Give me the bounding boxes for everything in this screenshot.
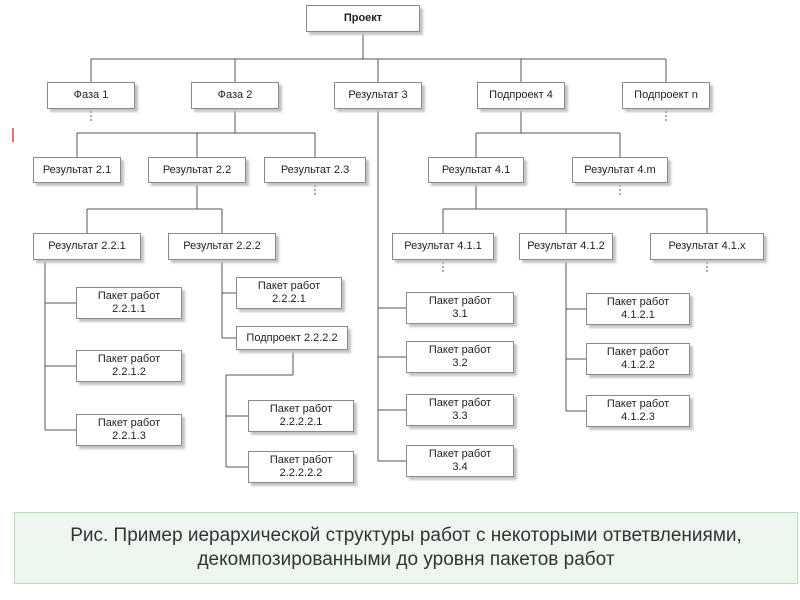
node-subproject-2-2-2-2: Подпроект 2.2.2.2 <box>236 326 348 350</box>
work-package-2-2-2-2-2: Пакет работ 2.2.2.2.2 <box>248 451 354 483</box>
work-package-number: 3.1 <box>452 308 468 320</box>
work-package-label: Пакет работ <box>428 448 492 460</box>
work-package-label: Пакет работ <box>97 417 161 429</box>
work-package-label: Пакет работ <box>428 344 492 356</box>
work-package-number: 2.2.1.1 <box>112 303 146 315</box>
work-package-number: 3.3 <box>452 410 468 422</box>
work-package-4-1-2-3: Пакет работ 4.1.2.3 <box>586 395 690 427</box>
work-package-label: Пакет работ <box>97 353 161 365</box>
work-package-label: Пакет работ <box>606 346 670 358</box>
work-package-3-3: Пакет работ 3.3 <box>406 394 514 426</box>
node-result-2-2-2: Результат 2.2.2 <box>168 233 276 260</box>
work-package-label: Пакет работ <box>269 403 333 415</box>
work-package-2-2-2-2-1: Пакет работ 2.2.2.2.1 <box>248 400 354 432</box>
work-package-number: 3.2 <box>452 357 468 369</box>
work-package-number: 2.2.2.2.1 <box>279 416 323 428</box>
node-result-2-3: Результат 2.3 <box>264 157 366 183</box>
node-result-2-2-1: Результат 2.2.1 <box>33 233 141 260</box>
work-package-3-1: Пакет работ 3.1 <box>406 292 514 324</box>
work-package-2-2-1-2: Пакет работ 2.2.1.2 <box>76 350 182 382</box>
node-result-4-1-1: Результат 4.1.1 <box>392 233 494 260</box>
work-package-number: 2.2.2.2.2 <box>279 467 323 479</box>
work-package-label: Пакет работ <box>257 280 321 292</box>
work-package-label: Пакет работ <box>269 454 333 466</box>
work-package-number: 2.2.1.2 <box>112 366 146 378</box>
node-result-2-2: Результат 2.2 <box>148 157 246 183</box>
work-package-label: Пакет работ <box>428 397 492 409</box>
node-phase-1: Фаза 1 <box>47 82 135 109</box>
work-package-4-1-2-1: Пакет работ 4.1.2.1 <box>586 293 690 325</box>
figure-caption: Рис. Пример иерархической структуры рабо… <box>14 512 798 584</box>
work-package-4-1-2-2: Пакет работ 4.1.2.2 <box>586 343 690 375</box>
slide-edge-mark <box>12 128 14 142</box>
work-package-number: 2.2.1.3 <box>112 430 146 442</box>
node-result-4-1-2: Результат 4.1.2 <box>519 233 613 260</box>
work-package-2-2-1-1: Пакет работ 2.2.1.1 <box>76 287 182 319</box>
work-package-label: Пакет работ <box>97 290 161 302</box>
work-package-number: 2.2.2.1 <box>272 293 306 305</box>
work-package-label: Пакет работ <box>606 296 670 308</box>
work-package-number: 4.1.2.1 <box>621 309 655 321</box>
node-subproject-n: Подпроект n <box>622 82 710 109</box>
work-package-label: Пакет работ <box>428 295 492 307</box>
work-package-label: Пакет работ <box>606 398 670 410</box>
work-package-2-2-1-3: Пакет работ 2.2.1.3 <box>76 414 182 446</box>
work-package-3-2: Пакет работ 3.2 <box>406 341 514 373</box>
work-package-number: 4.1.2.2 <box>621 359 655 371</box>
work-package-2-2-2-1: Пакет работ 2.2.2.1 <box>236 277 342 309</box>
work-package-number: 3.4 <box>452 461 468 473</box>
node-result-4-m: Результат 4.m <box>572 157 668 183</box>
node-result-3: Результат 3 <box>334 82 422 109</box>
node-result-4-1: Результат 4.1 <box>428 157 524 183</box>
node-result-2-1: Результат 2.1 <box>33 157 121 183</box>
work-package-3-4: Пакет работ 3.4 <box>406 445 514 477</box>
node-result-4-1-x: Результат 4.1.x <box>650 233 764 260</box>
node-subproject-4: Подпроект 4 <box>477 82 565 109</box>
node-project: Проект <box>306 5 420 32</box>
work-package-number: 4.1.2.3 <box>621 411 655 423</box>
node-phase-2: Фаза 2 <box>191 82 279 109</box>
